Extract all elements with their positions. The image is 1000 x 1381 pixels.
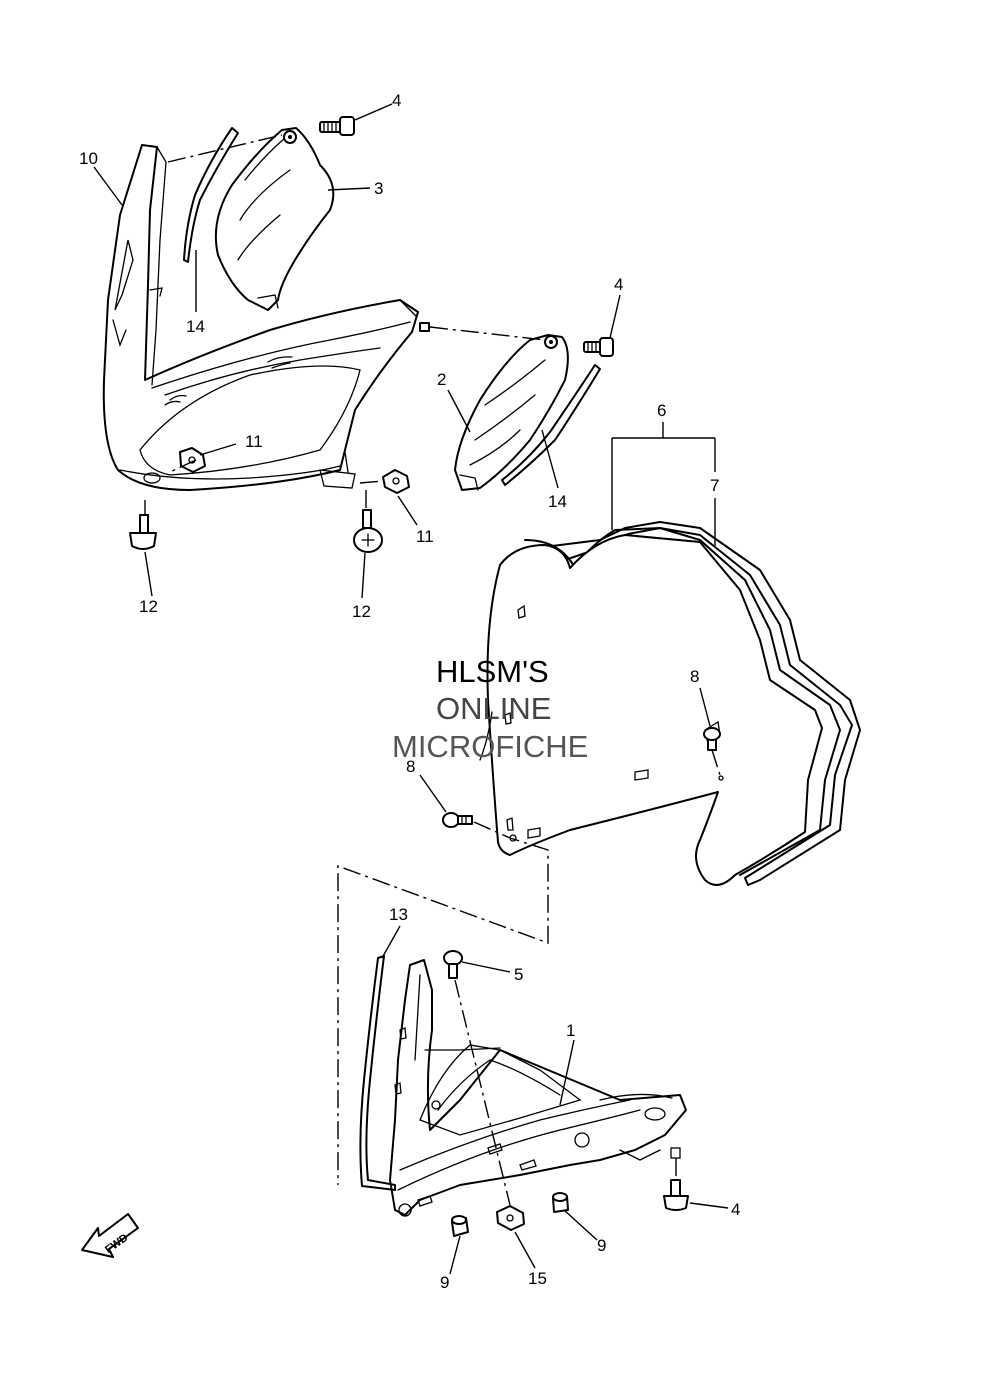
bolt-4-lower <box>663 1147 689 1211</box>
callout-13: 13 <box>389 905 408 924</box>
callout-9-right: 9 <box>597 1236 606 1255</box>
callout-4-lower: 4 <box>731 1200 740 1219</box>
callout-1: 1 <box>566 1021 575 1040</box>
trim-strip-13 <box>359 955 396 1191</box>
watermark: HLSM'S ONLINE MICROFICHE <box>392 654 588 764</box>
nut-15 <box>496 1205 525 1231</box>
watermark-line-2: ONLINE <box>436 691 551 726</box>
screw-5 <box>443 950 463 979</box>
inner-panel-3 <box>214 127 335 311</box>
trim-strip-14-upper <box>183 127 239 263</box>
callout-10: 10 <box>79 149 98 168</box>
assembly-lines <box>144 134 721 1206</box>
nut-11-right <box>382 469 410 494</box>
callout-6: 6 <box>657 401 666 420</box>
watermark-line-1: HLSM'S <box>436 654 549 689</box>
callout-labels: 4 3 10 14 11 11 12 12 4 2 14 6 7 8 8 13 … <box>79 91 740 1292</box>
callout-9-left: 9 <box>440 1273 449 1292</box>
callout-4-top: 4 <box>392 91 401 110</box>
collar-9-left <box>451 1215 469 1237</box>
callout-12-right: 12 <box>352 602 371 621</box>
fwd-arrow-icon: FWD <box>81 1213 139 1258</box>
upper-cowling <box>102 144 430 491</box>
callout-8-left: 8 <box>406 757 415 776</box>
trim-strip-14-mid <box>501 364 601 486</box>
leader-lines <box>93 103 729 1275</box>
windscreen <box>479 521 861 886</box>
screw-12-right <box>353 509 383 553</box>
collar-9-right <box>552 1192 569 1213</box>
nut-11-left <box>179 447 206 473</box>
callout-11-left: 11 <box>245 432 263 451</box>
callout-15: 15 <box>528 1269 547 1288</box>
callout-7: 7 <box>710 476 719 495</box>
callout-12-left: 12 <box>139 597 158 616</box>
callout-11-right: 11 <box>416 527 434 546</box>
screw-12-left <box>129 514 157 550</box>
callout-8-upper: 8 <box>690 667 699 686</box>
callout-5: 5 <box>514 965 523 984</box>
bolt-4-top <box>319 116 355 136</box>
callout-14-mid: 14 <box>548 492 567 511</box>
callout-2: 2 <box>437 370 446 389</box>
callout-4-mid: 4 <box>614 275 623 294</box>
callout-14-upper: 14 <box>186 317 205 336</box>
inner-panel-2 <box>454 334 569 491</box>
callout-3: 3 <box>374 179 383 198</box>
bolt-4-mid <box>583 337 614 357</box>
inner-cowling-1 <box>389 959 687 1217</box>
watermark-line-3: MICROFICHE <box>392 729 588 764</box>
screw-8-left <box>442 812 473 828</box>
